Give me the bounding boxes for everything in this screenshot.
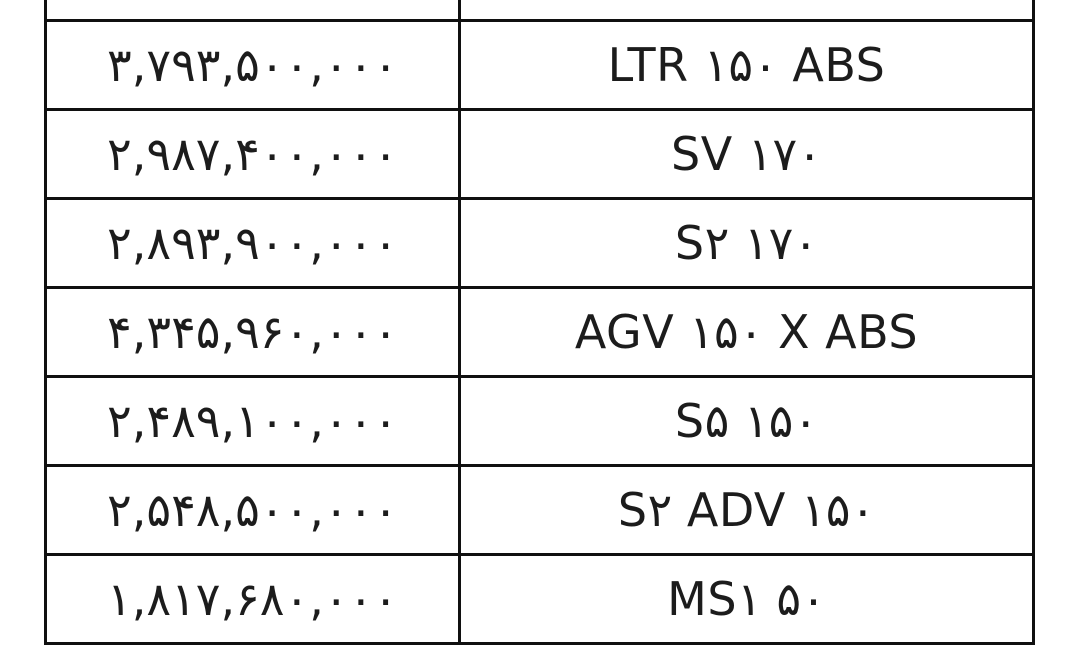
model-cell: MS۱ ۵۰ (458, 553, 1035, 645)
price-cell: ۳,۷۹۳,۵۰۰,۰۰۰ (44, 19, 461, 111)
price-cell: ۴,۳۴۵,۹۶۰,۰۰۰ (44, 286, 461, 378)
price-cell: ۲,۹۸۷,۴۰۰,۰۰۰ (44, 108, 461, 200)
model-cell: S۲ ۱۷۰ (458, 197, 1035, 289)
price-cell: ۲,۵۴۸,۵۰۰,۰۰۰ (44, 464, 461, 556)
model-cell: LTR ۱۵۰ ABS (458, 19, 1035, 111)
price-cell: ۲,۴۸۹,۱۰۰,۰۰۰ (44, 375, 461, 467)
table-row: ۲,۸۹۳,۹۰۰,۰۰۰ S۲ ۱۷۰ (44, 197, 1035, 289)
table-row: ۴,۳۴۵,۹۶۰,۰۰۰ AGV ۱۵۰ X ABS (44, 286, 1035, 378)
model-cell: AGV ۱۵۰ X ABS (458, 286, 1035, 378)
price-cell-empty (44, 0, 461, 22)
model-cell-empty (458, 0, 1035, 22)
model-cell: SV ۱۷۰ (458, 108, 1035, 200)
table-row: ۳,۷۹۳,۵۰۰,۰۰۰ LTR ۱۵۰ ABS (44, 19, 1035, 111)
model-cell: S۲ ADV ۱۵۰ (458, 464, 1035, 556)
table-row: ۱,۸۱۷,۶۸۰,۰۰۰ MS۱ ۵۰ (44, 553, 1035, 645)
model-cell: S۵ ۱۵۰ (458, 375, 1035, 467)
price-table: ۳,۷۹۳,۵۰۰,۰۰۰ LTR ۱۵۰ ABS ۲,۹۸۷,۴۰۰,۰۰۰ … (44, 0, 1035, 645)
table-row-partial (44, 0, 1035, 22)
price-cell: ۲,۸۹۳,۹۰۰,۰۰۰ (44, 197, 461, 289)
table-row: ۲,۵۴۸,۵۰۰,۰۰۰ S۲ ADV ۱۵۰ (44, 464, 1035, 556)
table-row: ۲,۴۸۹,۱۰۰,۰۰۰ S۵ ۱۵۰ (44, 375, 1035, 467)
table-row: ۲,۹۸۷,۴۰۰,۰۰۰ SV ۱۷۰ (44, 108, 1035, 200)
price-cell: ۱,۸۱۷,۶۸۰,۰۰۰ (44, 553, 461, 645)
